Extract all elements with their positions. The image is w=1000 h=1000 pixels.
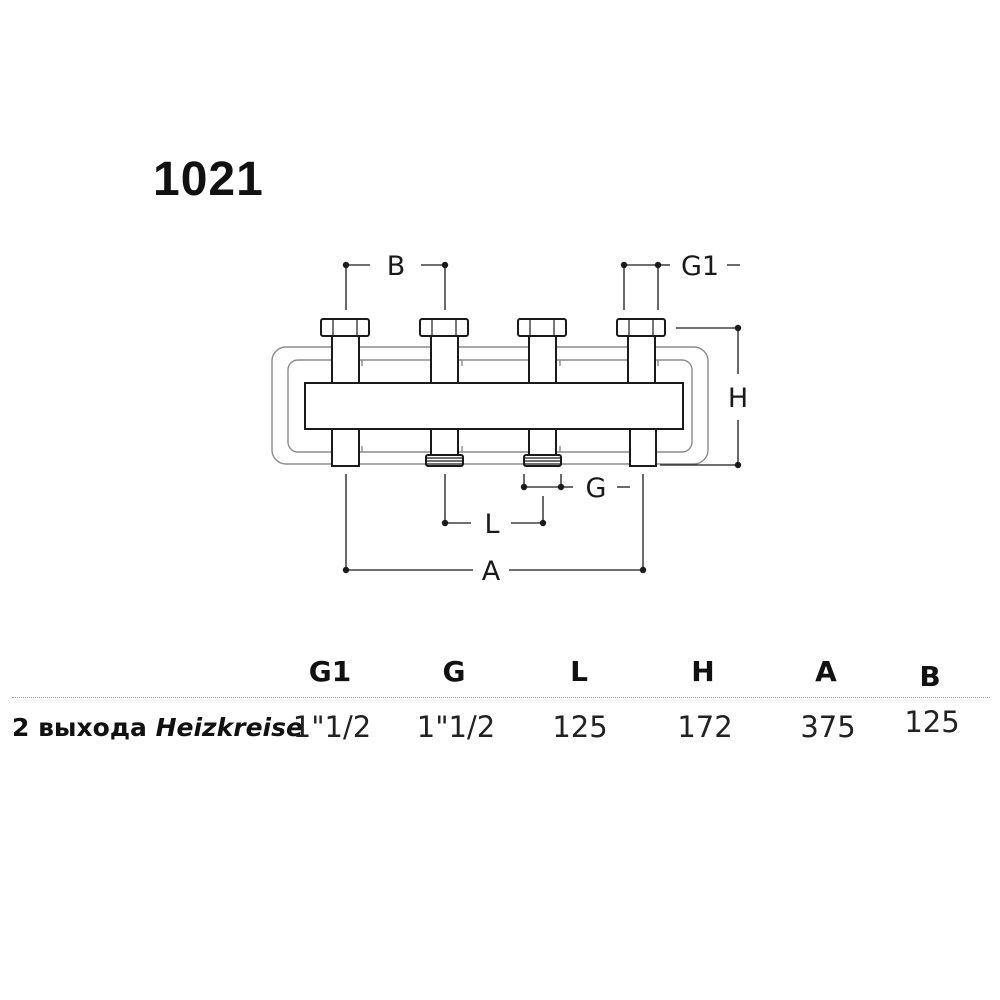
table-divider [12,697,990,698]
cell-h: 172 [677,710,733,744]
dim-label-b: B [387,251,406,282]
column-header-h: H [691,655,715,688]
column-header-g: G [442,655,466,688]
nut-facets [332,319,654,465]
row-label-prefix: 2 выхода [12,713,147,742]
dim-label-h: H [728,383,748,414]
insulation-shell [271,346,709,465]
dim-label-g: G [586,473,607,504]
manifold-body [304,318,684,467]
cell-g: 1"1/2 [416,710,496,744]
column-header-a: A [815,655,837,688]
manifold-drawing: B G1 H G L A [271,251,748,587]
dim-label-g1: G1 [681,251,719,282]
column-header-g1: G1 [308,655,352,688]
model-number: 1021 [153,153,264,206]
dim-label-l: L [484,509,499,540]
dimension-labels: B G1 H G L A [387,251,748,587]
column-header-b: B [919,660,941,693]
row-label-italic: Heizkreise [155,713,303,742]
cell-l: 125 [552,710,608,744]
dimension-dots [342,261,742,574]
cell-b: 125 [904,705,960,739]
column-header-l: L [570,655,588,688]
cell-g1: 1"1/2 [292,710,372,744]
cell-a: 375 [800,710,856,744]
dimension-lines [345,264,740,571]
dim-label-a: A [482,556,501,587]
row-label: 2 выхода Heizkreise [12,713,303,742]
